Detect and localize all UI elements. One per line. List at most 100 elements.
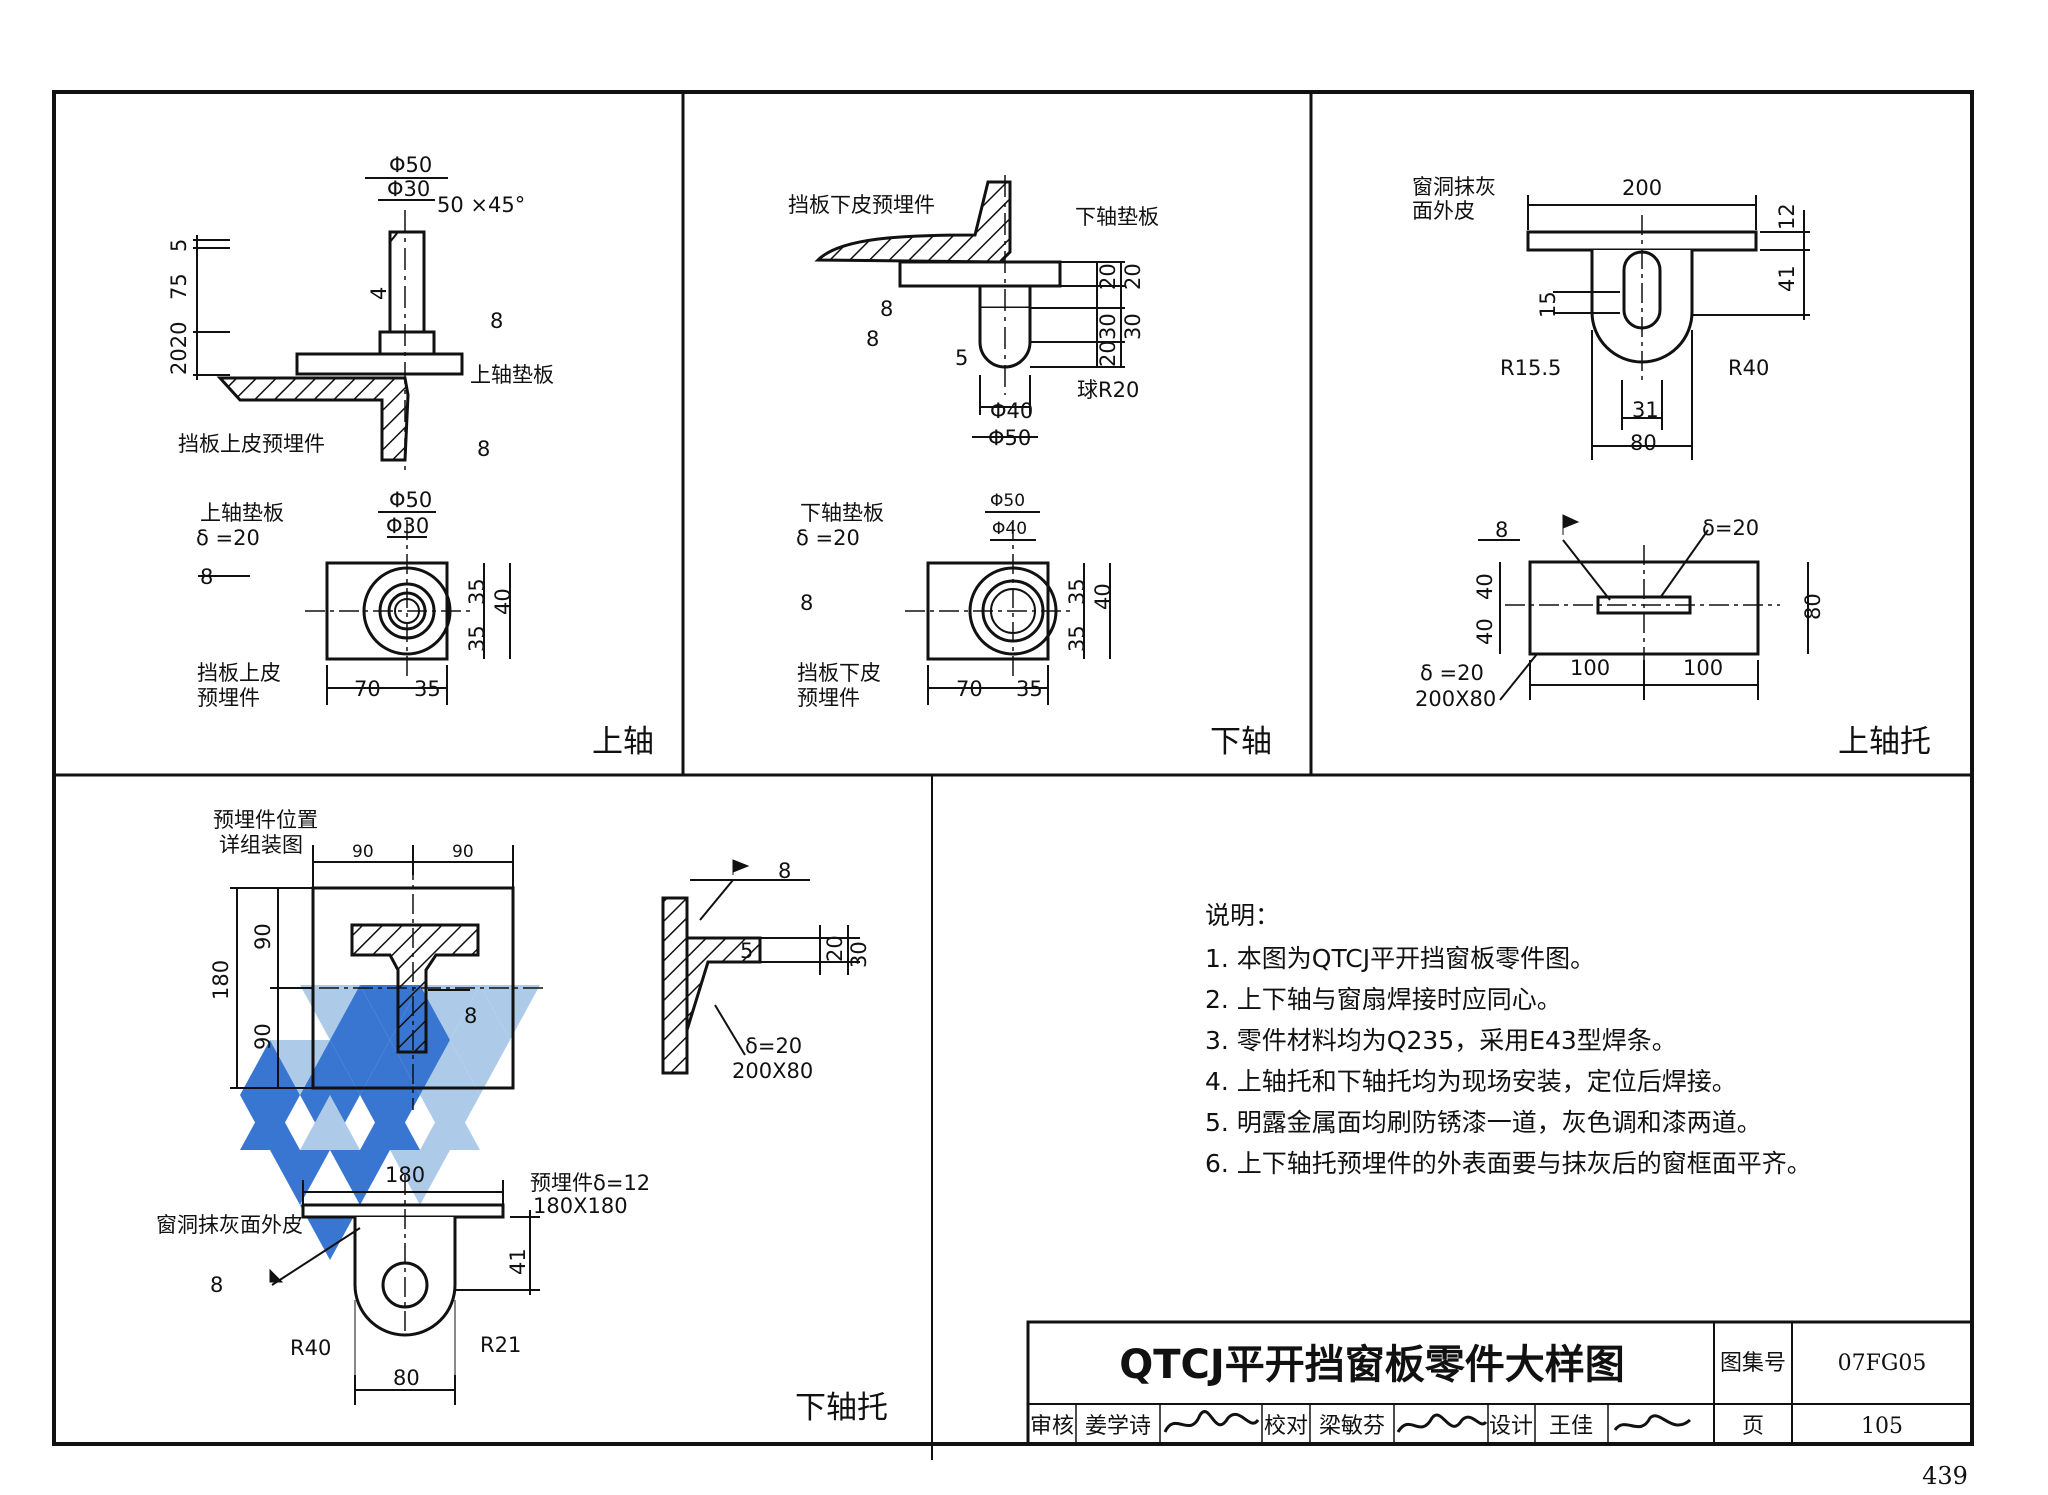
note-item: 5. 明露金属面均刷防锈漆一道，灰色调和漆两道。 [1205, 1108, 1762, 1137]
dim-20-b: 20 [1121, 263, 1145, 290]
lower-dim-40: 40 [1091, 583, 1115, 610]
dim-90-b: 90 [452, 842, 474, 862]
upper-support-labels: 窗洞抹灰 面外皮 200 12 41 15 R15.5 R40 31 80 8 … [1412, 175, 1931, 760]
lower-support-weld-8: 8 [464, 1004, 477, 1028]
dim-20-c: 20 [1096, 340, 1120, 367]
weld-4: 4 [367, 287, 391, 300]
dim-200: 200 [1622, 176, 1662, 200]
embed-label: 挡板上皮预埋件 [178, 432, 325, 456]
lower-plan-embed-2: 预埋件 [797, 686, 860, 710]
lower-weld-8b: 8 [866, 327, 879, 351]
dim-80-b: 80 [393, 1366, 420, 1390]
support-weld-8: 8 [1495, 518, 1508, 542]
design-label: 设计 [1489, 1414, 1533, 1439]
dim-80-v: 80 [1801, 593, 1825, 620]
plan-embed-2: 预埋件 [197, 686, 260, 710]
caption-upper-support: 上轴托 [1838, 724, 1931, 760]
lower-plan-weld-8: 8 [800, 591, 813, 615]
dim-100-a: 100 [1570, 656, 1610, 680]
dim-30-b: 30 [1121, 313, 1145, 340]
dim-phi50: Φ50 [389, 153, 432, 177]
atlas-number: 07FG05 [1838, 1351, 1927, 1376]
radius-21: R21 [480, 1333, 521, 1357]
dim-35-v2: 35 [465, 625, 489, 652]
weld-8-bottom: 8 [477, 437, 490, 461]
dim-35: 35 [414, 677, 441, 701]
plate-size: 200X80 [1415, 687, 1496, 711]
plan-delta: δ =20 [196, 526, 260, 550]
radius-40-b: R40 [290, 1336, 331, 1360]
side-weld-8: 8 [778, 859, 791, 883]
side-dim-30: 30 [847, 941, 871, 968]
page-label: 页 [1742, 1414, 1764, 1439]
signature-reviewer [1163, 1410, 1260, 1433]
weld-8-top: 8 [490, 309, 503, 333]
lower-dim-35: 35 [1016, 677, 1043, 701]
plate-delta: δ =20 [1420, 661, 1484, 685]
check-label: 校对 [1264, 1414, 1308, 1439]
plan-phi50: Φ50 [389, 488, 432, 512]
lower-plan-delta: δ =20 [796, 526, 860, 550]
signature-checker [1396, 1413, 1488, 1433]
upper-axis-panel [193, 177, 511, 705]
plan-plate-label: 上轴垫板 [200, 501, 284, 525]
dim-41: 41 [1775, 265, 1799, 292]
page-number: 105 [1861, 1414, 1903, 1439]
lower-plate-label: 下轴垫板 [1075, 205, 1159, 229]
signatures [1163, 1410, 1691, 1433]
lower-axis-panel [814, 175, 1125, 705]
dim-75: 75 [167, 273, 191, 300]
position-label-2: 详组装图 [219, 833, 303, 857]
lower-weld-8a: 8 [880, 297, 893, 321]
lower-plan-plate: 下轴垫板 [800, 501, 884, 525]
lower-axis-labels: 挡板下皮预埋件 下轴垫板 8 8 5 20 30 20 20 30 Φ40 Φ5… [788, 193, 1272, 760]
dim-12: 12 [1775, 203, 1799, 230]
position-label-1: 预埋件位置 [213, 808, 318, 832]
dim-40-a: 40 [1473, 573, 1497, 600]
lower-plan-phi50: Φ50 [990, 491, 1025, 511]
dim-100-b: 100 [1683, 656, 1723, 680]
lower-support-labels: 预埋件位置 详组装图 90 90 180 90 90 8 180 预埋件δ=12… [156, 808, 888, 1426]
dim-180-v: 180 [209, 960, 233, 1000]
plate-label: 上轴垫板 [470, 363, 554, 387]
note-item: 6. 上下轴托预埋件的外表面要与抹灰后的窗框面平齐。 [1205, 1149, 1812, 1178]
surface-label-2: 面外皮 [1412, 199, 1475, 223]
dim-80: 80 [1630, 431, 1657, 455]
check-name: 梁敏芬 [1319, 1414, 1385, 1439]
atlas-label: 图集号 [1720, 1351, 1786, 1376]
sheet-frame [52, 90, 1974, 1460]
review-label: 审核 [1030, 1414, 1074, 1439]
dim-180: 180 [385, 1163, 425, 1187]
caption-upper-axis: 上轴 [592, 724, 654, 760]
dim-20-a: 20 [1096, 263, 1120, 290]
plan-phi30: Φ30 [386, 514, 429, 538]
note-item: 1. 本图为QTCJ平开挡窗板零件图。 [1205, 944, 1596, 973]
ball-label: 球R20 [1077, 378, 1139, 402]
title-block-text: QTCJ平开挡窗板零件大样图 图集号 07FG05 审核 姜学诗 校对 梁敏芬 … [1030, 1342, 1968, 1490]
dim-chamfer: 50 ×45° [437, 193, 525, 217]
plan-embed-1: 挡板上皮 [197, 661, 281, 685]
lower-embed-label: 挡板下皮预埋件 [788, 193, 935, 217]
side-dim-20: 20 [823, 935, 847, 962]
lower-weld-5: 5 [955, 346, 968, 370]
dim-41-b: 41 [506, 1248, 530, 1275]
notes-heading: 说明： [1205, 901, 1281, 930]
bracket-weld-8: 8 [210, 1273, 223, 1297]
dim-90-v1: 90 [251, 923, 275, 950]
sheet-number: 439 [1922, 1462, 1968, 1490]
dim-phi40: Φ40 [990, 399, 1033, 423]
lower-support-panel [230, 845, 860, 1405]
lower-dim-70: 70 [956, 677, 983, 701]
surface-outer-label: 窗洞抹灰面外皮 [156, 1213, 303, 1237]
caption-lower-axis: 下轴 [1210, 724, 1272, 760]
dim-phi30: Φ30 [387, 177, 430, 201]
radius-15-5: R15.5 [1500, 356, 1561, 380]
review-name: 姜学诗 [1085, 1414, 1151, 1439]
design-name: 王佳 [1549, 1414, 1593, 1439]
support-delta-20: δ=20 [1702, 516, 1759, 540]
dim-40: 40 [491, 588, 515, 615]
dim-30-a: 30 [1096, 313, 1120, 340]
surface-label-1: 窗洞抹灰 [1412, 175, 1496, 199]
upper-support-panel [1478, 195, 1810, 701]
caption-lower-support: 下轴托 [795, 1390, 888, 1426]
